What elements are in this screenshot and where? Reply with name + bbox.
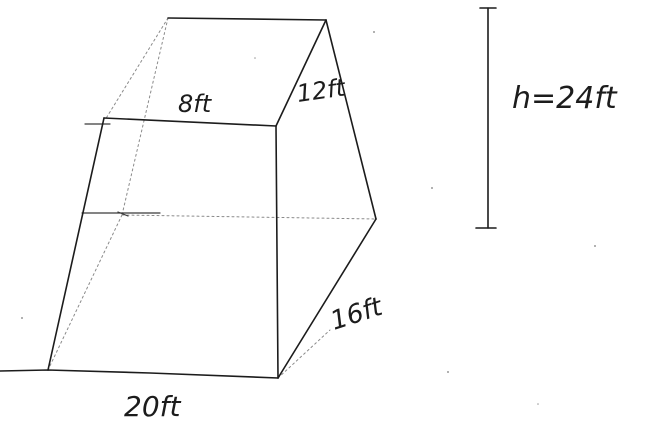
hidden-back-bottom-edge [121,214,377,220]
hidden-edges [47,17,377,379]
bottom-front-edge-label: 20ft [124,390,181,423]
hidden-front-bottom-shadow [277,329,331,379]
dimension-labels: 8ft 12ft 16ft 20ft h=24ft [124,73,618,423]
hidden-back-left-top-edge [104,17,169,121]
hidden-edge-ticks [81,123,161,217]
height-label: h=24ft [512,81,618,116]
right-back-slant-edge [325,19,377,220]
bottom-side-edge-label: 16ft [327,292,387,337]
front-right-vertical-edge [275,125,279,379]
scan-speck [537,403,539,405]
top-front-edge-label: 8ft [178,90,213,118]
height-indicator [475,7,497,229]
scan-speck [447,371,449,373]
front-left-slant-edge [47,117,105,371]
hidden-back-left-bottom-edge [47,214,123,371]
scan-speck [594,245,596,247]
scan-speck [254,57,256,59]
bottom-front-edge [0,369,279,379]
top-right-edge [275,19,327,127]
scan-speck [373,31,375,33]
scan-speck [21,317,23,319]
hidden-back-vertical-edge [121,17,169,216]
visible-edges [0,17,377,379]
left-tick-short [117,211,129,217]
scan-speck [431,187,433,189]
bottom-right-edge [277,218,377,379]
top-back-edge [167,17,327,21]
top-side-edge-label: 12ft [295,73,348,108]
scan-specks [21,31,596,405]
top-front-edge [103,117,277,127]
